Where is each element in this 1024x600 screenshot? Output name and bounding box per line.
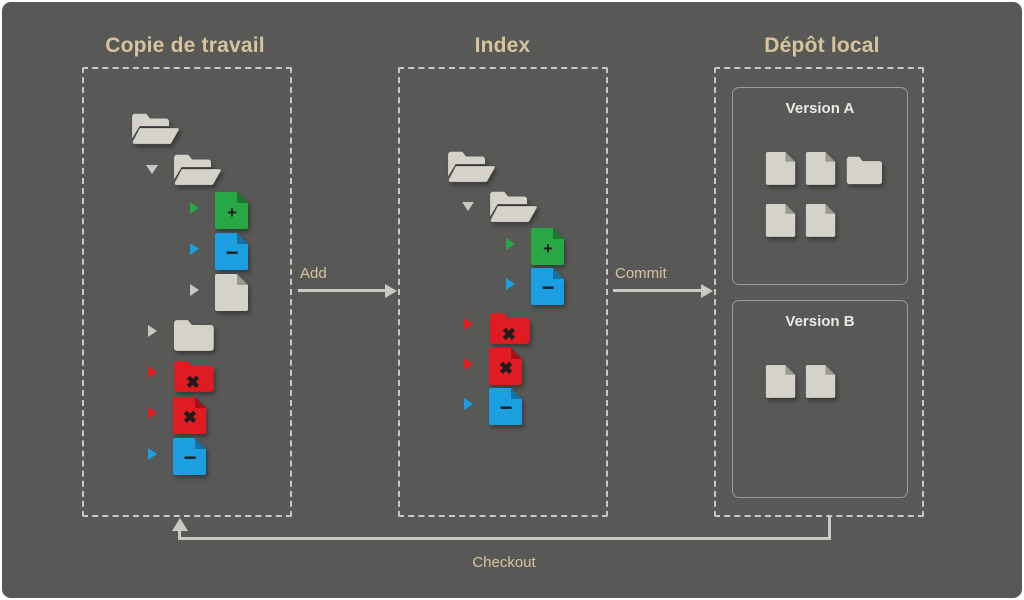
tree-toggle-expand-icon[interactable]	[464, 358, 473, 370]
zone-working-copy	[82, 67, 292, 517]
file-added-icon[interactable]	[530, 226, 566, 265]
folder-open-icon[interactable]	[130, 110, 180, 146]
folder-deleted-icon[interactable]	[488, 310, 530, 346]
flow-arrow-commit-line	[613, 289, 702, 292]
file-icon[interactable]	[765, 150, 797, 185]
file-icon[interactable]	[805, 202, 837, 237]
folder-open-icon[interactable]	[172, 151, 222, 187]
zone-index	[398, 67, 608, 517]
file-deleted-icon[interactable]	[172, 395, 208, 434]
tree-toggle-expand-icon[interactable]	[148, 448, 157, 460]
file-icon[interactable]	[765, 363, 797, 398]
flow-arrow-commit-head	[701, 283, 713, 298]
file-icon[interactable]	[214, 272, 250, 311]
checkout-arrow-head	[171, 518, 188, 531]
file-modified-icon[interactable]	[530, 266, 566, 305]
tree-toggle-expand-icon[interactable]	[148, 407, 157, 419]
folder-icon[interactable]	[172, 317, 214, 353]
flow-arrow-add-head	[385, 283, 397, 298]
tree-toggle-expand-icon[interactable]	[506, 238, 515, 250]
file-icon[interactable]	[765, 202, 797, 237]
file-added-icon[interactable]	[214, 190, 250, 229]
checkout-path-horizontal	[178, 537, 831, 540]
file-modified-icon[interactable]	[488, 386, 524, 425]
tree-toggle-expand-icon[interactable]	[190, 284, 199, 296]
tree-toggle-expand-icon[interactable]	[464, 398, 473, 410]
flow-label-checkout: Checkout	[472, 554, 536, 571]
file-modified-icon[interactable]	[172, 436, 208, 475]
version-a-title: Version A	[785, 100, 855, 117]
zone-local-repo	[714, 67, 924, 517]
version-box-a[interactable]: Version A	[732, 87, 908, 285]
tree-toggle-expand-icon[interactable]	[148, 325, 157, 337]
column-title-working-copy: Copie de travail	[105, 34, 265, 57]
folder-open-icon[interactable]	[488, 188, 538, 224]
flow-label-add: Add	[300, 265, 327, 282]
file-modified-icon[interactable]	[214, 231, 250, 270]
flow-arrow-add-line	[298, 289, 386, 292]
file-icon[interactable]	[805, 150, 837, 185]
tree-toggle-expand-icon[interactable]	[148, 366, 157, 378]
version-b-title: Version B	[785, 313, 855, 330]
checkout-path-vertical-left	[178, 530, 181, 540]
file-icon[interactable]	[805, 363, 837, 398]
tree-toggle-collapse-icon[interactable]	[462, 202, 474, 211]
tree-toggle-expand-icon[interactable]	[190, 202, 199, 214]
tree-toggle-expand-icon[interactable]	[506, 278, 515, 290]
tree-toggle-expand-icon[interactable]	[190, 243, 199, 255]
tree-toggle-expand-icon[interactable]	[464, 318, 473, 330]
checkout-path-vertical-right	[828, 517, 831, 540]
folder-open-icon[interactable]	[446, 148, 496, 184]
tree-toggle-collapse-icon[interactable]	[146, 165, 158, 174]
folder-icon[interactable]	[845, 154, 883, 186]
flow-label-commit: Commit	[615, 265, 667, 282]
column-title-index: Index	[474, 34, 531, 57]
version-box-b[interactable]: Version B	[732, 300, 908, 498]
folder-deleted-icon[interactable]	[172, 358, 214, 394]
file-deleted-icon[interactable]	[488, 346, 524, 385]
column-title-local-repo: Dépôt local	[764, 34, 880, 57]
